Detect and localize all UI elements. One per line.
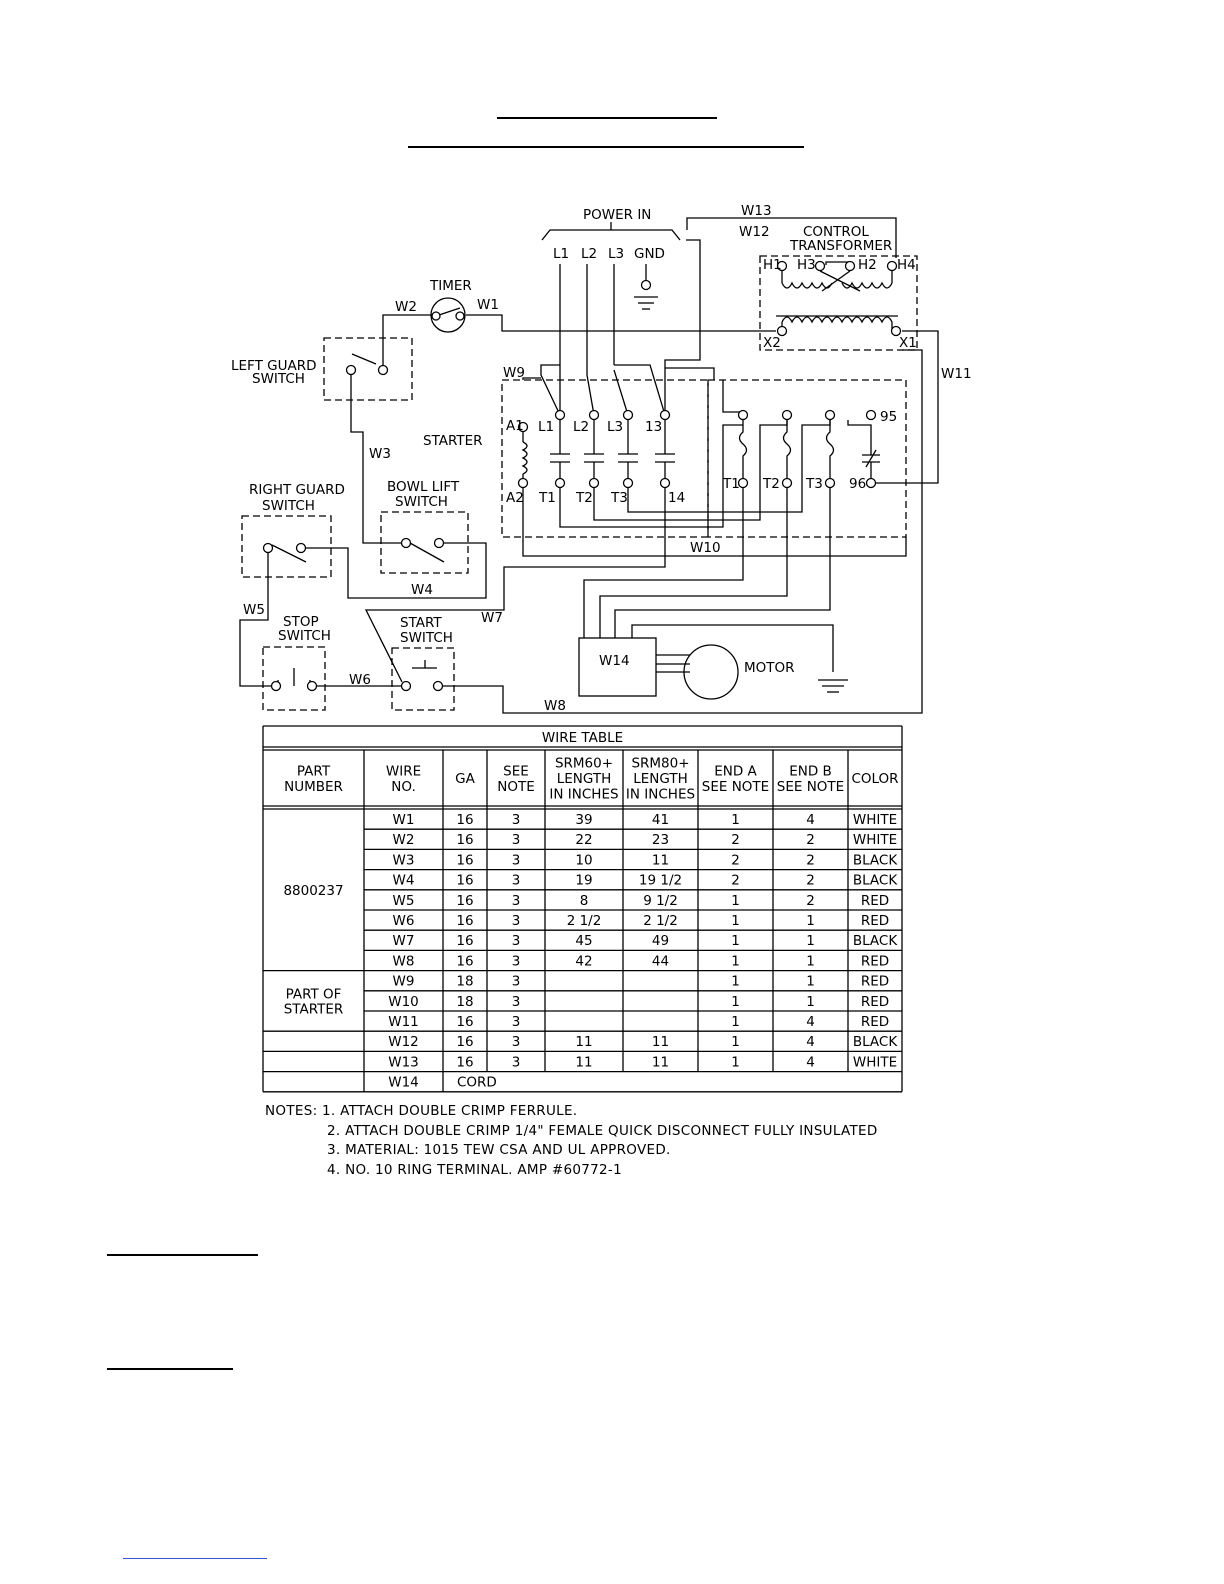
link-underline <box>123 1558 267 1559</box>
label-left-guard: LEFT GUARD <box>231 358 316 374</box>
label-start-switch: SWITCH <box>400 630 453 646</box>
section-underline-1 <box>107 1254 258 1256</box>
label-x2: X2 <box>763 335 781 351</box>
wire-w13 <box>686 217 897 258</box>
label-w8: W8 <box>544 698 566 714</box>
label-l3: L3 <box>608 246 624 262</box>
title-underline <box>497 117 717 119</box>
overload-box <box>707 379 907 538</box>
w14-box <box>578 637 657 697</box>
note-4: 4. NO. 10 RING TERMINAL. AMP #60772-1 <box>327 1161 622 1178</box>
label-96: 96 <box>849 476 866 492</box>
section-underline-2 <box>107 1368 233 1370</box>
note-row-1: NOTES: 1. ATTACH DOUBLE CRIMP FERRULE. <box>265 1102 878 1122</box>
label-st1: T1 <box>538 490 556 506</box>
label-h4: H4 <box>897 257 916 273</box>
label-h1: H1 <box>763 257 782 273</box>
label-w13: W13 <box>741 203 772 219</box>
label-l2: L2 <box>581 246 597 262</box>
label-gnd: GND <box>634 246 665 262</box>
starter-box <box>501 379 709 538</box>
label-starter: STARTER <box>423 433 483 449</box>
label-w10: W10 <box>690 540 721 556</box>
label-stop-switch: SWITCH <box>278 628 331 644</box>
label-w7: W7 <box>481 610 503 626</box>
label-control: CONTROL <box>803 224 869 240</box>
control-transformer-box <box>759 255 918 351</box>
label-st2: T2 <box>575 490 593 506</box>
label-transformer: TRANSFORMER <box>789 238 892 254</box>
label-w6: W6 <box>349 672 371 688</box>
wire-w9 <box>522 377 541 380</box>
wire-w12 <box>664 239 701 415</box>
label-w11: W11 <box>941 366 972 382</box>
label-h2: H2 <box>858 257 877 273</box>
label-bowl-lift-switch: SWITCH <box>395 494 448 510</box>
label-13: 13 <box>645 419 662 435</box>
label-h3: H3 <box>797 257 816 273</box>
wire-w10 <box>522 488 907 557</box>
label-w12: W12 <box>739 224 770 240</box>
label-stop: STOP <box>283 614 319 630</box>
label-sl1: L1 <box>538 419 554 435</box>
note-3: 3. MATERIAL: 1015 TEW CSA AND UL APPROVE… <box>327 1142 671 1158</box>
power-in-bracket <box>541 229 681 241</box>
label-a2: A2 <box>506 490 524 506</box>
label-l1: L1 <box>553 246 569 262</box>
note-row-2: 2. ATTACH DOUBLE CRIMP 1/4" FEMALE QUICK… <box>265 1122 878 1142</box>
label-sl2: L2 <box>573 419 589 435</box>
note-1: 1. ATTACH DOUBLE CRIMP FERRULE. <box>322 1103 578 1119</box>
notes-prefix: NOTES: <box>265 1103 318 1119</box>
motor-circle <box>683 644 739 700</box>
label-motor: MOTOR <box>744 660 795 676</box>
left-guard-switch-box <box>323 337 413 401</box>
label-left-guard-switch: SWITCH <box>252 371 305 387</box>
label-a1: A1 <box>506 418 524 434</box>
start-switch-box <box>391 647 455 711</box>
note-row-3: 3. MATERIAL: 1015 TEW CSA AND UL APPROVE… <box>265 1141 878 1161</box>
label-ot3: T3 <box>805 476 823 492</box>
label-ot1: T1 <box>722 476 740 492</box>
label-start: START <box>400 615 442 631</box>
note-row-4: 4. NO. 10 RING TERMINAL. AMP #60772-1 <box>265 1161 878 1181</box>
label-w14: W14 <box>599 653 630 669</box>
label-w5: W5 <box>243 602 265 618</box>
label-bowl-lift: BOWL LIFT <box>387 479 460 495</box>
stop-switch-box <box>262 646 326 711</box>
subtitle-underline <box>408 146 804 148</box>
label-ot2: T2 <box>762 476 780 492</box>
wire-w11 <box>876 330 939 484</box>
label-w4: W4 <box>411 582 433 598</box>
label-95: 95 <box>880 409 897 425</box>
label-timer: TIMER <box>429 278 472 294</box>
label-14: 14 <box>668 490 685 506</box>
wiring-diagram: POWER IN L1 L2 L3 GND W13 W12 CONTROL TR… <box>231 203 972 714</box>
label-w3: W3 <box>369 446 391 462</box>
label-w1: W1 <box>477 297 499 313</box>
label-w2: W2 <box>395 299 417 315</box>
right-guard-switch-box <box>241 515 332 578</box>
notes: NOTES: 1. ATTACH DOUBLE CRIMP FERRULE. 2… <box>265 1102 878 1180</box>
label-st3: T3 <box>610 490 628 506</box>
note-2: 2. ATTACH DOUBLE CRIMP 1/4" FEMALE QUICK… <box>327 1122 878 1139</box>
label-w9: W9 <box>503 365 525 381</box>
wire-w5 <box>239 552 271 687</box>
wire-w2 <box>382 314 431 370</box>
label-x1: X1 <box>899 335 917 351</box>
label-power-in: POWER IN <box>583 207 651 223</box>
label-right-guard: RIGHT GUARD <box>249 482 345 498</box>
label-right-guard-switch: SWITCH <box>262 498 315 514</box>
wire-w8 <box>443 349 923 714</box>
wire-w1 <box>466 314 776 332</box>
wire-w3 <box>350 375 406 544</box>
bowl-lift-switch-box <box>380 511 469 574</box>
label-sl3: L3 <box>607 419 623 435</box>
